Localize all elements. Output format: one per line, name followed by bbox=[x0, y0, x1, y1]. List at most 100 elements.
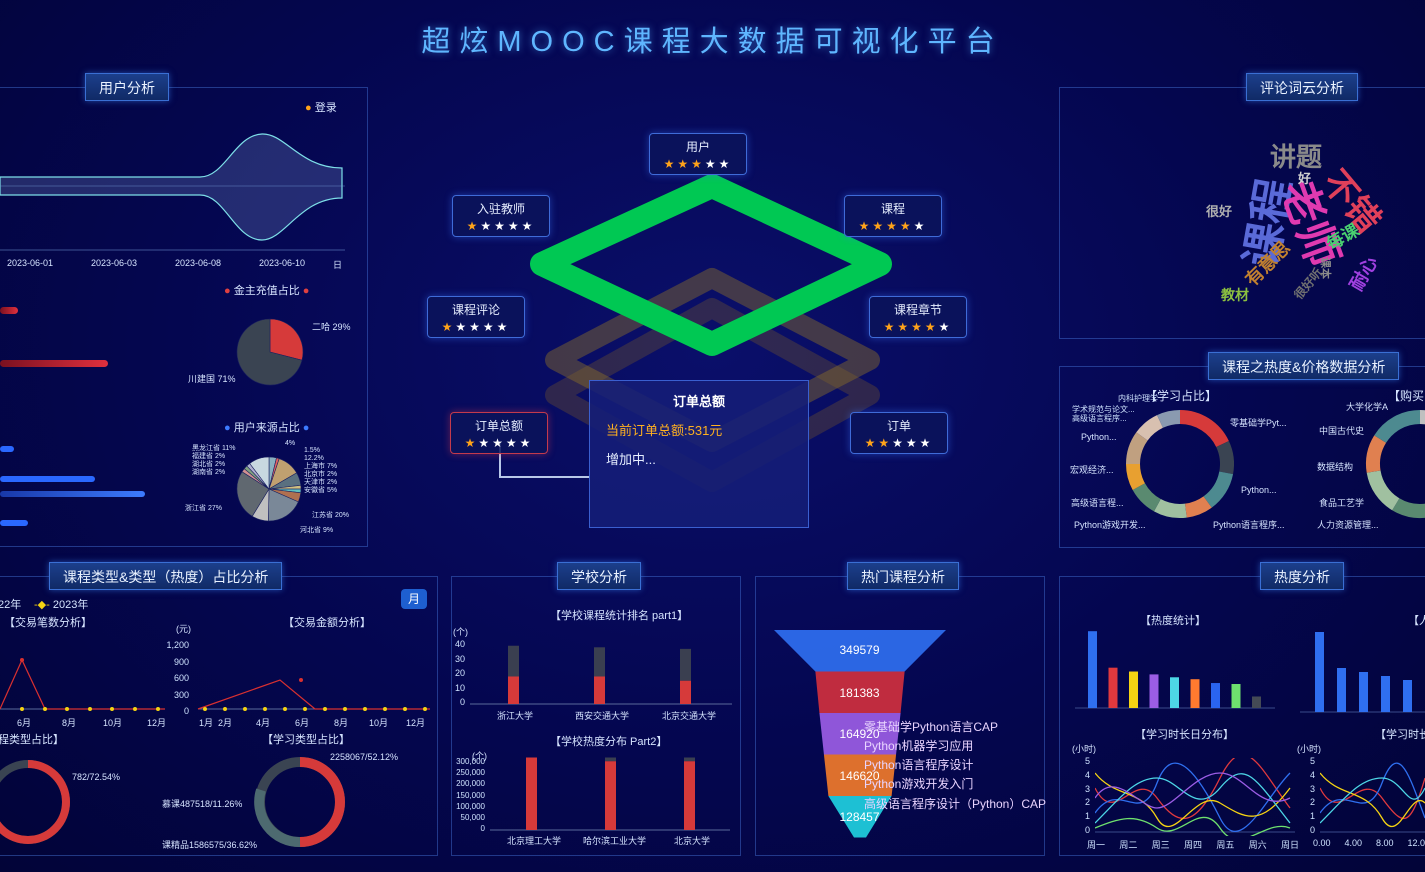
study-share-slice bbox=[1132, 482, 1162, 512]
page-title: 超炫MOOC课程大数据可视化平台 bbox=[421, 26, 1004, 58]
x-tick: 6月 bbox=[295, 718, 310, 728]
donut1-labels-top: 内科护理学 bbox=[1118, 394, 1158, 403]
order-total-popup: 订单总额 当前订单总额:531元 增加中... bbox=[589, 380, 809, 528]
school-rank-chart bbox=[470, 645, 732, 705]
funnel-course-label: 高级语言程序设计（Python）CAP bbox=[864, 797, 1047, 811]
study-share-donut bbox=[1126, 410, 1234, 518]
login-legend[interactable]: ● 登录 bbox=[305, 102, 337, 114]
x-tick: 10月 bbox=[369, 718, 389, 728]
x-tick: 2月 bbox=[218, 718, 233, 728]
heat-bar bbox=[1088, 631, 1097, 708]
hot-price-title: 课程之热度&价格数据分析 bbox=[1208, 352, 1400, 380]
school-heat-title: 【学校热度分布 Part2】 bbox=[550, 736, 668, 748]
source-slice bbox=[236, 471, 270, 517]
star-rating-icon: ★★★★★ bbox=[864, 436, 934, 450]
purchase-share-slice bbox=[1366, 435, 1387, 473]
purchase-share-slice bbox=[1392, 498, 1425, 518]
source-bar bbox=[0, 520, 28, 526]
donut-label: 人力资源管理... bbox=[1317, 520, 1379, 530]
trade-amount-title: 【交易金额分析】 bbox=[283, 617, 371, 629]
x-tick: 8月 bbox=[334, 718, 349, 728]
funnel-value: 164920 bbox=[839, 727, 880, 741]
source-label: 江苏省 20% bbox=[312, 512, 349, 519]
study-share-title: 【学习占比】 bbox=[1145, 389, 1218, 403]
user-analysis-panel bbox=[0, 87, 368, 547]
ring-label: 课精品1586575/36.62% bbox=[162, 840, 258, 850]
cloud-word: 很好 bbox=[1206, 204, 1233, 219]
heat-stat-title: 【热度统计】 bbox=[1140, 615, 1206, 627]
study-share-slice bbox=[1136, 415, 1164, 441]
funnel-course-label: 零基础学Python语言CAP bbox=[864, 720, 999, 734]
recharge-bar bbox=[0, 307, 18, 314]
funnel-value: 146620 bbox=[839, 769, 880, 783]
duration-title: 【学习时长日分布】 bbox=[1135, 729, 1234, 741]
course-type-title: 课程类型&类型（热度）占比分析 bbox=[49, 562, 283, 590]
x-tick: 12月 bbox=[406, 718, 426, 728]
y-unit: (个) bbox=[472, 751, 487, 761]
study-share-slice bbox=[1184, 496, 1212, 518]
source-slice bbox=[249, 456, 270, 490]
bar-value bbox=[680, 680, 691, 704]
source-label: 浙江省 27% bbox=[185, 505, 222, 512]
recharge-title: ● 金主充值占比 ● bbox=[224, 285, 310, 297]
x-tick: 1月 bbox=[199, 718, 214, 728]
funnel-layer bbox=[774, 630, 946, 672]
heat-bar bbox=[1231, 684, 1241, 708]
donut-label: 食品工艺学 bbox=[1319, 498, 1365, 508]
study-share-slice bbox=[1126, 463, 1146, 491]
funnel-layer bbox=[815, 671, 905, 713]
bar-value bbox=[508, 676, 519, 704]
date-label: 2023-06-10 bbox=[259, 258, 306, 268]
bar-value bbox=[526, 757, 537, 830]
donut-label: Python游戏开发... bbox=[1074, 520, 1146, 530]
node-course-chapter[interactable]: 课程章节★★★★★ bbox=[869, 296, 967, 338]
heat-panel bbox=[1059, 576, 1425, 856]
study-share-slice bbox=[1179, 410, 1229, 448]
funnel-value: 349579 bbox=[839, 643, 880, 657]
donut1-labels-topleft: 学术规范与论文...高级语言程序... bbox=[1072, 405, 1135, 423]
donut-label: Python... bbox=[1081, 432, 1117, 442]
heat-bar bbox=[1170, 677, 1179, 708]
popup-title: 订单总额 bbox=[672, 394, 725, 409]
node-order[interactable]: 订单★★★★★ bbox=[850, 412, 948, 454]
x-tick: 12月 bbox=[147, 718, 167, 728]
bar-total bbox=[594, 647, 605, 677]
source-title: ● 用户来源占比 ● bbox=[224, 422, 310, 434]
star-rating-icon: ★★★★★ bbox=[464, 436, 534, 450]
bar-total bbox=[684, 757, 695, 762]
user-analysis-title: 用户分析 bbox=[85, 73, 169, 101]
star-rating-icon: ★★★★★ bbox=[883, 320, 953, 334]
x-tick: 4月 bbox=[256, 718, 271, 728]
trade-line-charts bbox=[0, 658, 430, 711]
x-tick: 西安交通大学 bbox=[575, 711, 630, 721]
legend-2022[interactable]: 22年 bbox=[0, 599, 22, 611]
month-toggle-button[interactable]: 月 bbox=[401, 589, 427, 609]
y-unit: (元) bbox=[176, 624, 191, 634]
type-share-title: 程类型占比】 bbox=[0, 734, 64, 746]
legend-dot-icon: ● bbox=[305, 102, 312, 114]
study-share-slice bbox=[1203, 471, 1234, 508]
duration-line-chart-2 bbox=[1320, 762, 1425, 833]
x-tick: 北京理工大学 bbox=[507, 836, 562, 846]
x-tick: 6月 bbox=[17, 718, 32, 728]
node-user[interactable]: 用户★★★★★ bbox=[649, 133, 747, 175]
donut-label: Python语言程序... bbox=[1213, 520, 1285, 530]
donut-label: 大学化学A bbox=[1346, 402, 1389, 412]
node-teacher[interactable]: 入驻教师★★★★★ bbox=[452, 195, 550, 237]
legend-2023[interactable]: -◆- 2023年 bbox=[34, 599, 89, 611]
donut-label: 宏观经济... bbox=[1070, 465, 1114, 475]
popup-amount: 当前订单总额:531元 bbox=[606, 423, 723, 438]
node-order-total[interactable]: 订单总额★★★★★ bbox=[450, 412, 548, 454]
source-right-labels: 1.5%12.2%上海市 7%北京市 2%天津市 2%安徽省 5% bbox=[304, 447, 338, 494]
heat-panel-title: 热度分析 bbox=[1260, 562, 1344, 590]
node-course-comment[interactable]: 课程评论★★★★★ bbox=[427, 296, 525, 338]
purchase-share-title: 【购买占 bbox=[1388, 389, 1425, 403]
study-share-slice bbox=[1216, 441, 1234, 475]
node-course[interactable]: 课程★★★★★ bbox=[844, 195, 942, 237]
purchase-share-slice bbox=[1374, 410, 1421, 444]
bar-value bbox=[594, 676, 605, 704]
school-rank-title: 【学校课程统计排名 part1】 bbox=[550, 610, 689, 622]
trade-count-title: 【交易笔数分析】 bbox=[4, 617, 92, 629]
